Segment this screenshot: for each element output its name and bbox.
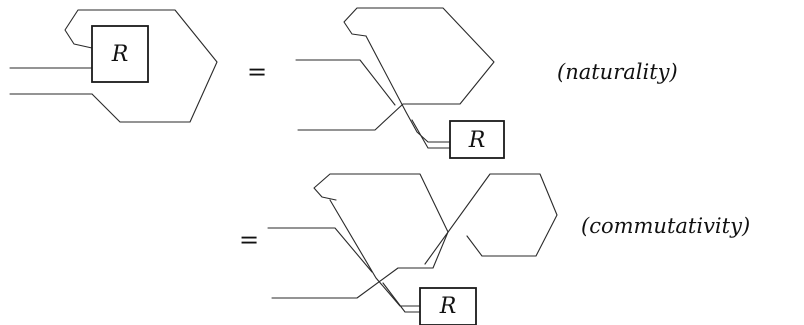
bottom-hexagon-loop: [424, 173, 558, 265]
commutativity-annotation: (commutativity): [581, 214, 750, 238]
bottom-r-label: R: [439, 294, 457, 319]
lhs-r-box: [91, 25, 149, 83]
commutativity-diagram: R: [267, 173, 558, 325]
mid-r-box: [449, 120, 505, 159]
equals-sign-2: =: [239, 226, 259, 254]
naturality-diagram: R: [295, 7, 505, 159]
mid-r-label: R: [468, 128, 486, 153]
bottom-strand-1: [267, 227, 373, 273]
mid-strand-2: [365, 35, 451, 143]
naturality-annotation: (naturality): [557, 60, 678, 84]
mid-loop-wire: [297, 7, 495, 131]
bottom-loop-wire: [271, 173, 449, 299]
lhs-r-label: R: [111, 42, 129, 67]
bottom-strand-3: [382, 282, 421, 313]
bottom-r-box: [419, 287, 477, 325]
equals-sign-1: =: [247, 58, 267, 86]
mid-strand-1: [295, 59, 396, 106]
mid-strand-3: [411, 119, 451, 149]
lhs-diagram: R: [9, 9, 218, 123]
bottom-strand-2: [329, 199, 421, 307]
lhs-loop-wire: [64, 9, 218, 123]
